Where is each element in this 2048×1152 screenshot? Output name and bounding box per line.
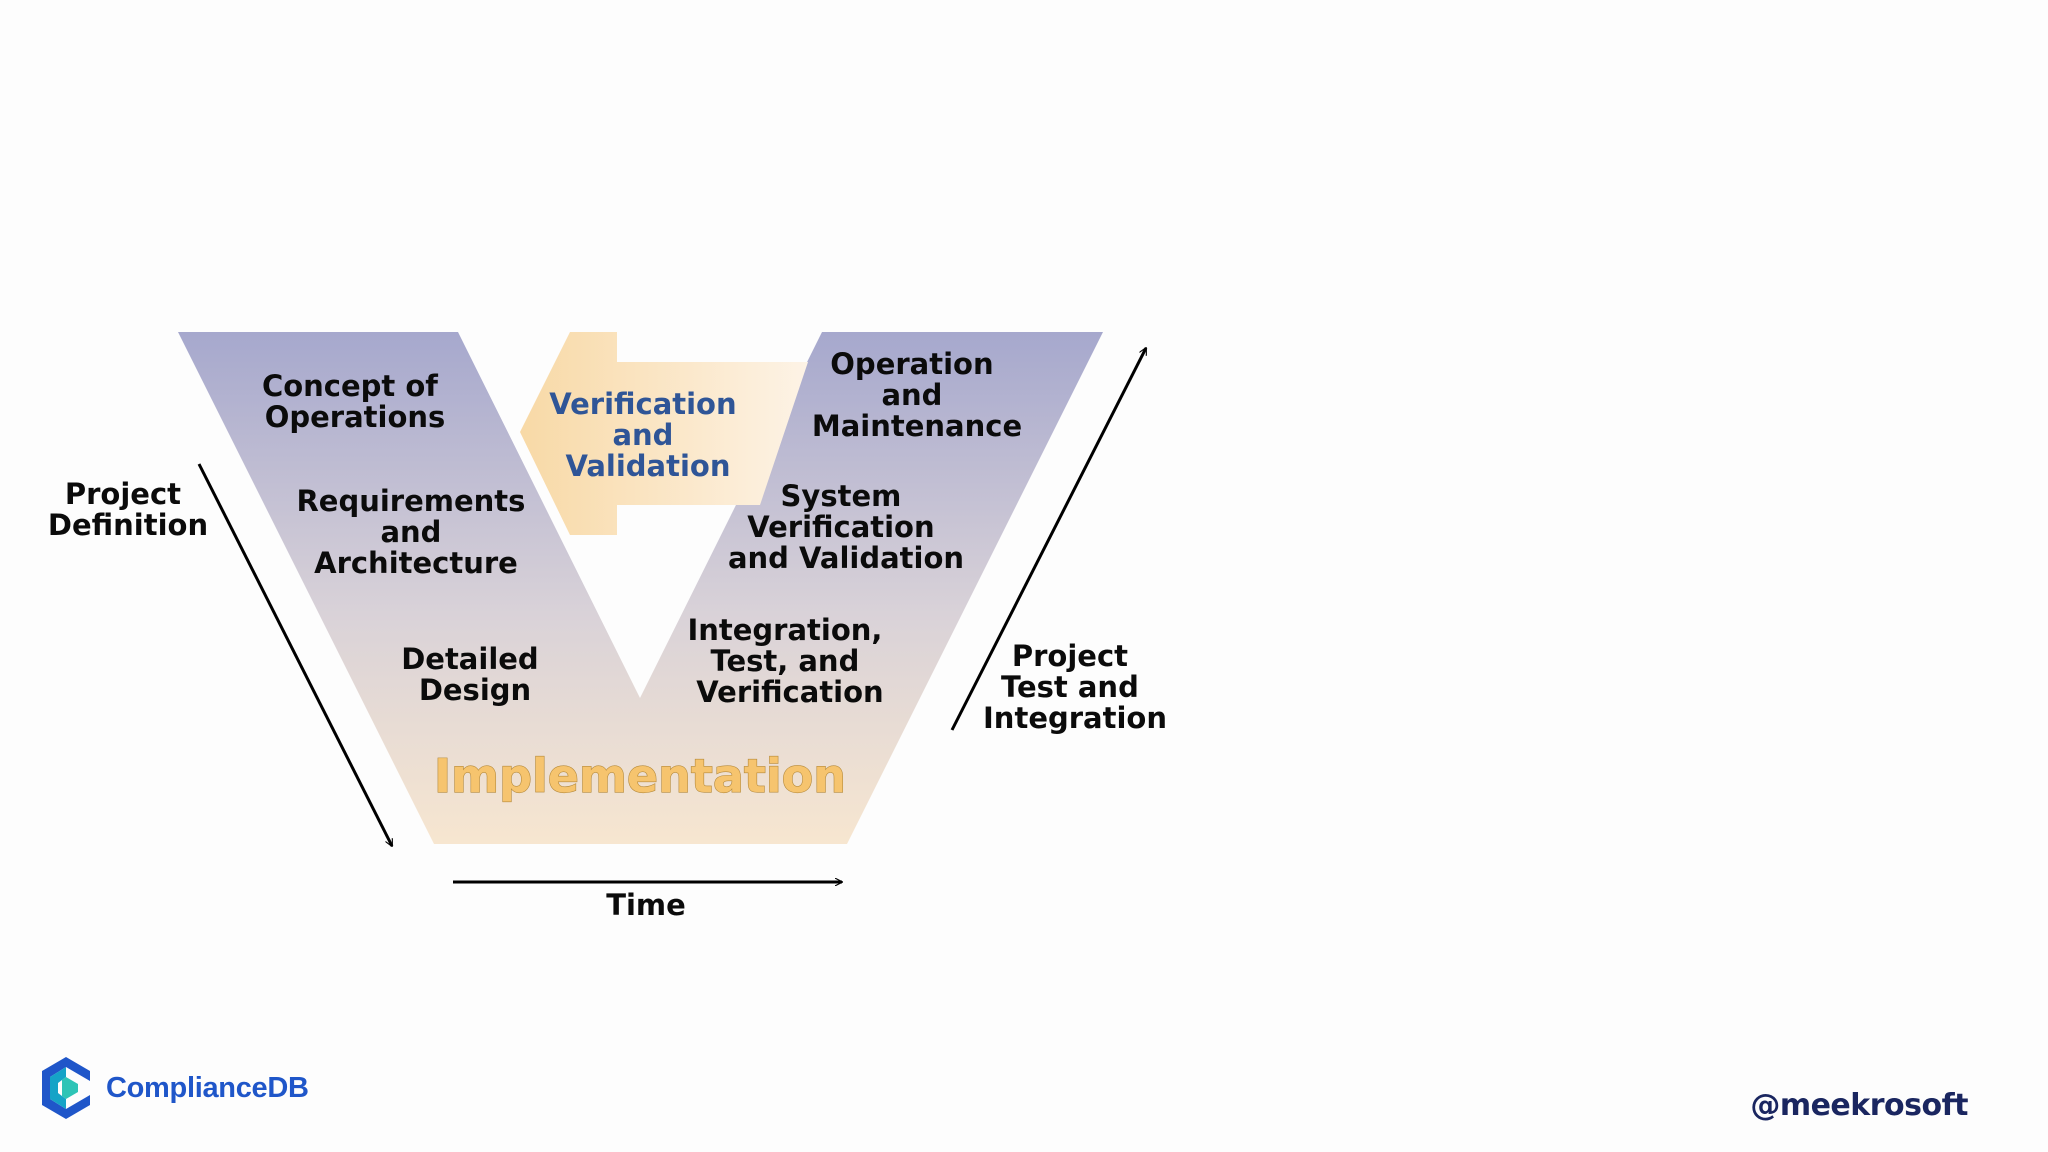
phase-concept-of-operations: Concept of Operations bbox=[262, 369, 448, 434]
compliancedb-logo: ComplianceDB bbox=[40, 1052, 309, 1124]
v-shape bbox=[178, 332, 1103, 844]
verification-validation-arrow bbox=[520, 332, 808, 535]
phase-requirements-architecture: Requirements and Architecture bbox=[296, 484, 535, 580]
phase-integration-test-verification: Integration, Test, and Verification bbox=[687, 613, 892, 709]
author-handle: @meekrosoft bbox=[1750, 1088, 1968, 1123]
project-definition-label: Project Definition bbox=[48, 477, 208, 542]
verification-validation-label: Verification and Validation bbox=[549, 387, 747, 483]
phase-operation-maintenance: Operation and Maintenance bbox=[812, 347, 1022, 443]
compliancedb-logo-icon bbox=[42, 1057, 90, 1119]
project-test-integration-arrow bbox=[950, 348, 1148, 731]
phase-implementation: Implementation bbox=[434, 749, 846, 803]
phase-detailed-design: Detailed Design bbox=[401, 642, 549, 707]
time-label: Time bbox=[606, 888, 686, 922]
compliancedb-wordmark: ComplianceDB bbox=[106, 1071, 309, 1104]
project-test-integration-label: Project Test and Integration bbox=[983, 639, 1167, 735]
phase-system-verification-validation: System Verification and Validation bbox=[728, 479, 964, 575]
project-definition-arrow bbox=[197, 463, 394, 846]
